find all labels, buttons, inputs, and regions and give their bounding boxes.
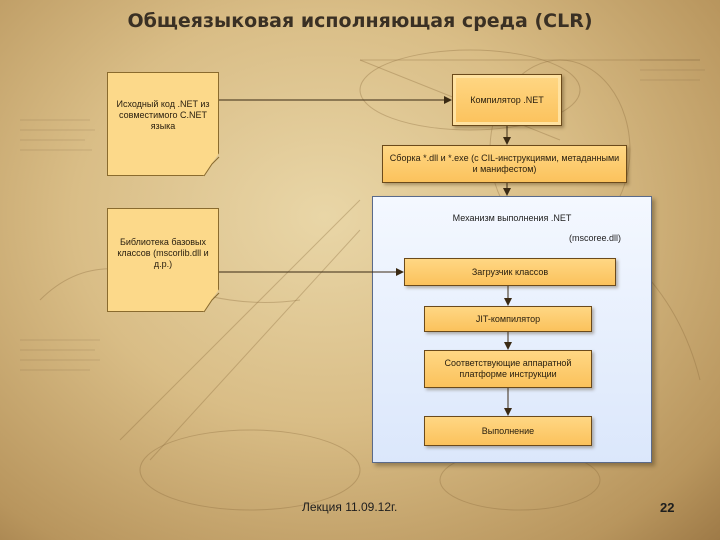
source-code-label: Исходный код .NET из совместимого С.NET … <box>116 98 210 131</box>
runtime-engine-dll: (mscoree.dll) <box>568 233 621 243</box>
slide-title: Общеязыковая исполняющая среда (CLR) <box>127 10 593 32</box>
runtime-engine-title: Механизм выполнения .NET <box>452 213 572 223</box>
class-loader-label: Загрузчик классов <box>471 266 549 277</box>
lecture-footer: Лекция 11.09.12г. <box>302 500 398 514</box>
execution-label: Выполнение <box>481 425 535 436</box>
platform-instructions-box: Соответствующие аппаратной платформе инс… <box>424 350 592 388</box>
class-library-label: Библиотека базовых классов (mscorlib.dll… <box>117 236 209 269</box>
class-loader-box: Загрузчик классов <box>404 258 616 286</box>
jit-compiler-label: JIT-компилятор <box>475 313 541 324</box>
jit-compiler-box: JIT-компилятор <box>424 306 592 332</box>
compiler-box: Компилятор .NET <box>452 74 562 126</box>
page-number: 22 <box>660 500 675 515</box>
execution-box: Выполнение <box>424 416 592 446</box>
assembly-box: Сборка *.dll и *.exe (с CIL-инструкциями… <box>382 145 627 183</box>
platform-instructions-label: Соответствующие аппаратной платформе инс… <box>444 358 572 379</box>
assembly-label: Сборка *.dll и *.exe (с CIL-инструкциями… <box>389 153 620 174</box>
compiler-label: Компилятор .NET <box>470 94 544 105</box>
class-library-note: Библиотека базовых классов (mscorlib.dll… <box>107 208 219 312</box>
source-code-note: Исходный код .NET из совместимого С.NET … <box>107 72 219 176</box>
